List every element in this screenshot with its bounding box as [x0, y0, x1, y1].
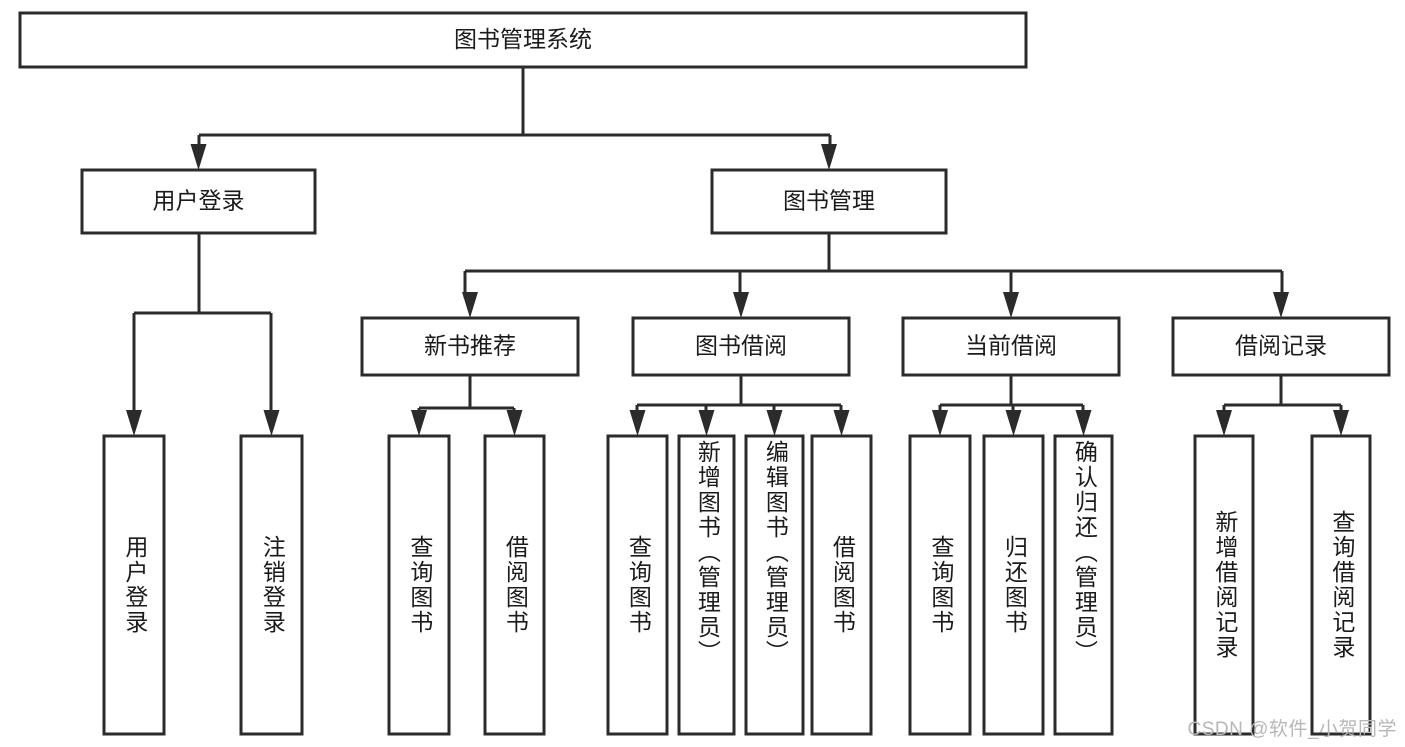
node-label-root: 图书管理系统	[454, 26, 592, 52]
arrow-head-book-manage	[821, 144, 837, 170]
arrow-head-leaf-user-logout	[263, 410, 280, 436]
edge-root-bus	[197, 67, 832, 150]
node-label-current-borrow: 当前借阅	[965, 333, 1057, 359]
arrow-head-leaf-query-book-2	[629, 410, 646, 436]
edge-book-borrow-bus	[635, 375, 843, 416]
node-box-leaf-add-record[interactable]	[1193, 434, 1255, 736]
node-box-leaf-borrow-book-2[interactable]	[810, 434, 873, 736]
node-box-leaf-query-book-1[interactable]	[387, 434, 451, 736]
node-label-book-manage: 图书管理	[783, 188, 875, 214]
node-box-leaf-user-logout[interactable]	[239, 434, 304, 736]
node-box-leaf-query-book-2[interactable]	[606, 434, 669, 736]
node-box-book-manage[interactable]	[710, 168, 948, 235]
arrow-head-user-login	[190, 144, 207, 170]
node-box-user-login[interactable]	[80, 168, 317, 235]
node-box-book-borrow[interactable]	[631, 316, 851, 377]
arrow-head-new-book-recommend	[462, 292, 478, 318]
node-box-leaf-add-book[interactable]	[677, 434, 736, 736]
node-box-layer	[18, 11, 1391, 736]
node-label-borrow-record: 借阅记录	[1235, 333, 1327, 359]
node-box-leaf-borrow-book-1[interactable]	[483, 434, 546, 736]
arrow-head-leaf-confirm-return	[1075, 410, 1092, 436]
edge-borrow-record-bus	[1222, 375, 1343, 416]
arrow-head-leaf-return-book	[1005, 410, 1022, 436]
node-label-new-book-recommend: 新书推荐	[424, 333, 516, 359]
arrow-head-leaf-query-book-1	[411, 410, 427, 436]
arrow-head-current-borrow	[1003, 292, 1019, 318]
arrow-head-leaf-add-record	[1216, 410, 1232, 436]
node-box-current-borrow[interactable]	[901, 316, 1121, 377]
arrow-head-leaf-add-book	[698, 410, 715, 436]
node-label-user-login: 用户登录	[153, 188, 245, 214]
edge-book-manage-bus	[463, 233, 1284, 298]
arrow-head-leaf-user-login	[126, 410, 142, 436]
watermark-text: CSDN @软件_小贺同学	[1187, 719, 1397, 740]
node-box-leaf-user-login[interactable]	[102, 434, 166, 736]
node-box-leaf-query-record[interactable]	[1310, 434, 1372, 736]
arrow-head-borrow-record	[1273, 292, 1289, 318]
arrow-head-leaf-edit-book	[766, 410, 783, 436]
connector-layer	[126, 67, 1349, 436]
node-box-root[interactable]	[18, 11, 1028, 69]
node-box-leaf-return-book[interactable]	[982, 434, 1045, 736]
arrow-head-book-borrow	[733, 292, 749, 318]
arrow-head-leaf-borrow-book-2	[833, 410, 850, 436]
arrow-head-leaf-query-record	[1333, 410, 1349, 436]
edge-user-login-bus	[132, 233, 273, 416]
arrow-head-leaf-query-book-3	[932, 410, 948, 436]
node-box-borrow-record[interactable]	[1171, 316, 1391, 377]
node-box-leaf-edit-book[interactable]	[744, 434, 805, 736]
node-box-leaf-confirm-return[interactable]	[1053, 434, 1114, 736]
node-box-leaf-query-book-3[interactable]	[908, 434, 972, 736]
edge-new-book-bus	[417, 375, 516, 416]
arrow-head-leaf-borrow-book-1	[506, 410, 523, 436]
node-box-new-book-recommend[interactable]	[360, 316, 580, 377]
node-label-book-borrow: 图书借阅	[695, 333, 787, 359]
edge-current-borrow-bus	[938, 375, 1085, 416]
